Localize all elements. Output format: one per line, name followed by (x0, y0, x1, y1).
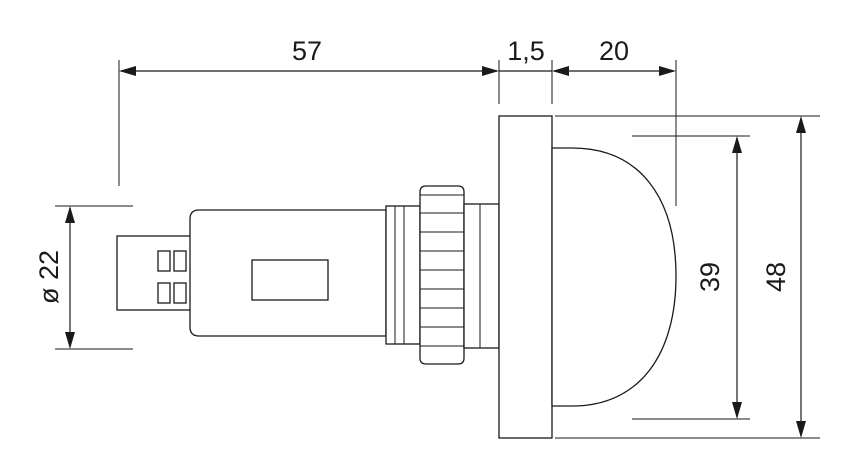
label-body-length: 57 (292, 36, 322, 66)
dimension-dome-depth (552, 66, 676, 76)
front-flange (498, 115, 553, 439)
dimension-diameter (65, 206, 75, 349)
dimension-dome-height (732, 136, 742, 419)
label-dome-height: 39 (695, 262, 725, 292)
terminal-tab-2 (173, 250, 187, 272)
knurl-lines (420, 194, 464, 347)
label-dome-depth: 20 (599, 36, 629, 66)
label-flange-thickness: 1,5 (507, 36, 545, 66)
extension-lines (55, 60, 820, 439)
knurled-nut (419, 185, 465, 365)
threaded-section (385, 205, 421, 345)
collar (463, 203, 500, 349)
dimension-body-length (119, 66, 499, 76)
terminal-tab-4 (173, 282, 187, 304)
terminal-tab-3 (157, 282, 171, 304)
terminal-tab-1 (157, 250, 171, 272)
dimension-flange-height (796, 116, 806, 438)
dome-lens (551, 147, 677, 407)
label-flange-height: 48 (761, 262, 791, 292)
lamp-body-outline (116, 115, 677, 439)
label-diameter: ø 22 (34, 250, 64, 304)
label-window (251, 259, 329, 301)
